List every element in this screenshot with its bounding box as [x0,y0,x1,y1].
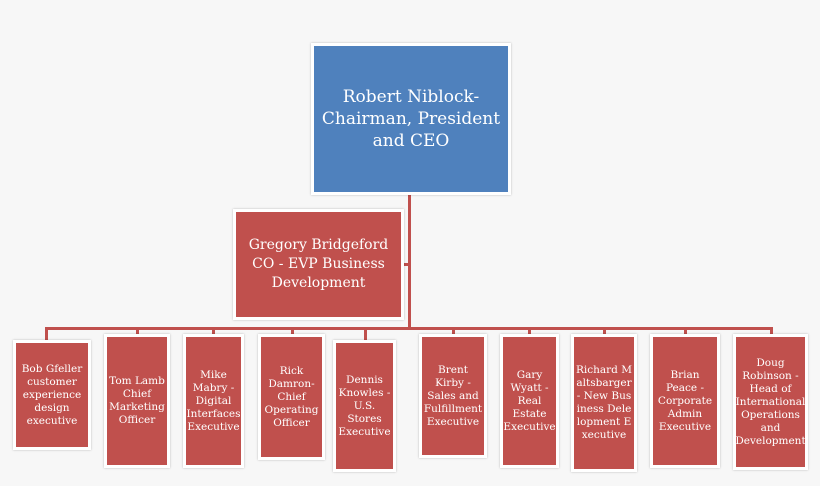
exec-label: Richard Maltsbarger - New Business Delel… [576,364,632,441]
exec-label: Doug Robinson - Head of International Op… [735,356,806,447]
exec-label: Rick Damron- Chief Operating Officer [264,364,319,429]
evp-label: Gregory Bridgeford CO - EVP Business Dev… [248,237,389,291]
connector-drop-9 [684,327,687,337]
exec-box-2: Tom Lamb Chief Marketing Officer [104,334,170,468]
exec-box-3: Mike Mabry - Digital Interfaces Executiv… [183,334,244,468]
exec-label: Tom Lamb Chief Marketing Officer [109,375,165,426]
exec-box-10: Doug Robinson - Head of International Op… [733,334,808,470]
ceo-label: Robert Niblock- Chairman, President and … [321,87,501,151]
connector-drop-7 [528,327,531,337]
connector-drop-10 [770,327,773,337]
ceo-box: Robert Niblock- Chairman, President and … [311,43,511,195]
connector-drop-8 [603,327,606,337]
exec-label: Mike Mabry - Digital Interfaces Executiv… [186,368,241,433]
evp-box: Gregory Bridgeford CO - EVP Business Dev… [233,209,404,320]
exec-box-5: Dennis Knowles - U.S. Stores Executive [333,340,396,472]
connector-horizontal-bus [45,327,773,330]
exec-box-7: Gary Wyatt - Real Estate Executive [500,334,559,468]
exec-label: Gary Wyatt - Real Estate Executive [503,368,556,433]
exec-box-8: Richard Maltsbarger - New Business Delel… [571,334,637,472]
connector-ceo-trunk [408,192,411,330]
exec-label: Bob Gfeller customer experience design e… [21,362,83,427]
connector-drop-2 [136,327,139,337]
connector-evp-stub [402,263,409,266]
exec-label: Dennis Knowles - U.S. Stores Executive [338,373,391,438]
exec-label: Brian Peace - Corporate Admin Executive [657,368,713,433]
connector-drop-4 [291,327,294,337]
exec-box-9: Brian Peace - Corporate Admin Executive [650,334,720,468]
exec-box-4: Rick Damron- Chief Operating Officer [258,334,325,460]
exec-label: Brent Kirby - Sales and Fulfillment Exec… [423,363,483,428]
exec-box-1: Bob Gfeller customer experience design e… [13,340,91,450]
exec-box-6: Brent Kirby - Sales and Fulfillment Exec… [419,334,487,458]
connector-drop-1 [45,327,48,343]
connector-drop-6 [452,327,455,337]
connector-drop-5 [364,327,367,343]
connector-drop-3 [212,327,215,337]
